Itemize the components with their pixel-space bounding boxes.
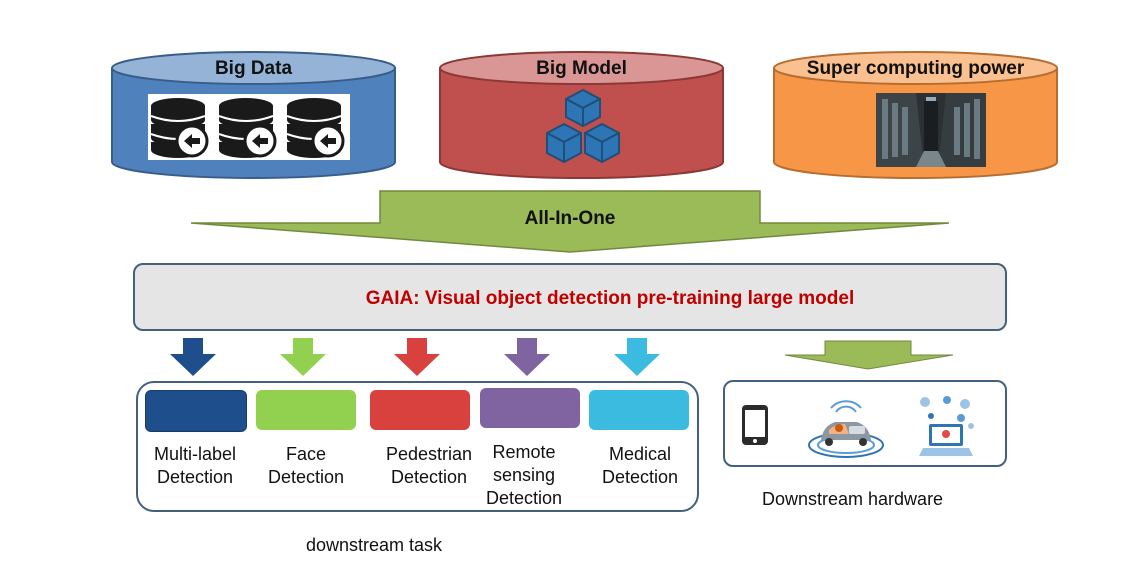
server-room-image	[876, 93, 986, 167]
task-label-pedestrian: Pedestrian Detection	[385, 444, 473, 487]
task-bar-remote-sensing	[480, 388, 580, 428]
hardware-arrow	[784, 340, 954, 370]
gaia-title: GAIA: Visual object detection pre-traini…	[365, 288, 855, 309]
arrow-down-icon	[280, 338, 326, 376]
task-label-face: Face Detection	[267, 444, 345, 487]
database-icon	[150, 96, 345, 160]
hardware-caption: Downstream hardware	[762, 489, 944, 509]
task-bar-face	[256, 390, 356, 430]
arrow-down-icon	[504, 338, 550, 376]
big-data-label: Big Data	[214, 58, 293, 79]
phone-icon	[742, 405, 768, 445]
tasks-caption: downstream task	[306, 535, 443, 555]
car-icon	[808, 400, 884, 458]
task-label-medical: Medical Detection	[601, 444, 679, 487]
arrow-down-icon	[170, 338, 216, 376]
task-label-remote-sensing: Remote sensing Detection	[485, 442, 563, 508]
cubes-icon	[546, 89, 620, 163]
big-model-label: Big Model	[536, 58, 627, 79]
arrow-down-icon	[614, 338, 660, 376]
all-in-one-arrow	[190, 190, 950, 253]
laptop-icon	[919, 396, 974, 456]
computing-power-cylinder: Super computing power	[772, 50, 1059, 180]
big-data-cylinder: Big Data	[110, 50, 397, 180]
arrow-down-icon	[394, 338, 440, 376]
big-model-cylinder: Big Model	[438, 50, 725, 180]
database-icons	[148, 94, 350, 160]
all-in-one-label: All-In-One	[524, 208, 616, 229]
task-label-multi-label: Multi-label Detection	[153, 444, 237, 487]
task-bar-pedestrian	[370, 390, 470, 430]
downstream-hardware-box	[723, 380, 1007, 467]
task-bar-multi-label	[145, 390, 247, 432]
downstream-tasks-box	[136, 381, 699, 512]
task-bar-medical	[589, 390, 689, 430]
gaia-model-box: GAIA: Visual object detection pre-traini…	[133, 263, 1007, 331]
computing-power-label: Super computing power	[806, 58, 1025, 79]
